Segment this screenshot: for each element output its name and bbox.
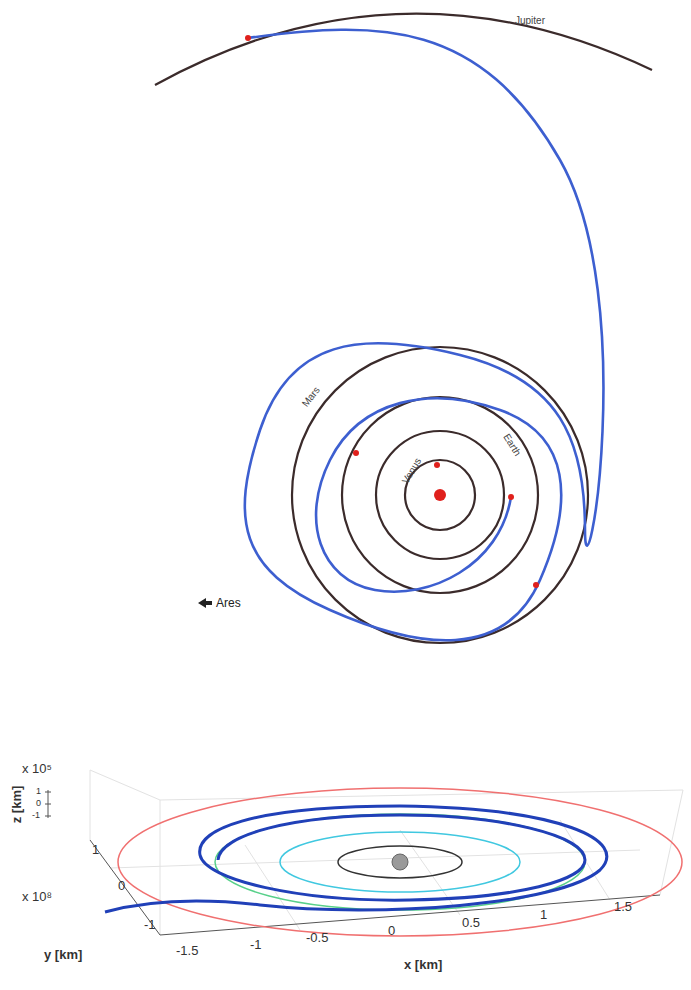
axis-title: x [km]: [404, 958, 442, 971]
tick-label: -1: [144, 918, 156, 931]
tick-label: -1: [250, 938, 262, 951]
sun: [434, 489, 446, 501]
tick-label: -0.5: [306, 931, 328, 944]
arrow-symbol: [198, 598, 212, 608]
tick-label: -1.5: [176, 944, 198, 957]
spacecraft-spiral: [105, 806, 607, 912]
tick-label: 0.5: [462, 916, 480, 929]
venus-orbit: [376, 431, 504, 559]
tick-label: 0: [388, 924, 395, 937]
tick-label: 1: [36, 787, 41, 796]
plot-axes: [45, 790, 660, 935]
planet-label: Jupiter: [515, 16, 545, 26]
jupiter-orbit: [155, 14, 652, 85]
axis-multiplier: x 10⁵: [22, 762, 52, 775]
flyby-points: [245, 35, 539, 588]
spacecraft-trajectory: [245, 30, 604, 641]
tick-label: 0: [36, 799, 41, 808]
axis-title: y [km]: [44, 948, 82, 961]
destination-label: Ares: [216, 597, 241, 609]
axis-title: z [km]: [10, 786, 23, 824]
central-body: [392, 854, 408, 870]
tick-label: 1.5: [614, 900, 632, 913]
tick-label: -1: [32, 811, 40, 820]
axis-multiplier: x 10⁸: [22, 890, 52, 903]
planet-label: Mars: [300, 385, 322, 409]
tick-label: 1: [92, 843, 99, 856]
planet-label: Venus: [401, 456, 424, 485]
earth-orbit: [342, 397, 538, 593]
planet-orbits: [155, 14, 652, 643]
tick-label: 0: [118, 879, 125, 892]
tick-label: 1: [540, 908, 547, 921]
mars-orbit: [292, 347, 588, 643]
plot-grid: [90, 770, 683, 935]
